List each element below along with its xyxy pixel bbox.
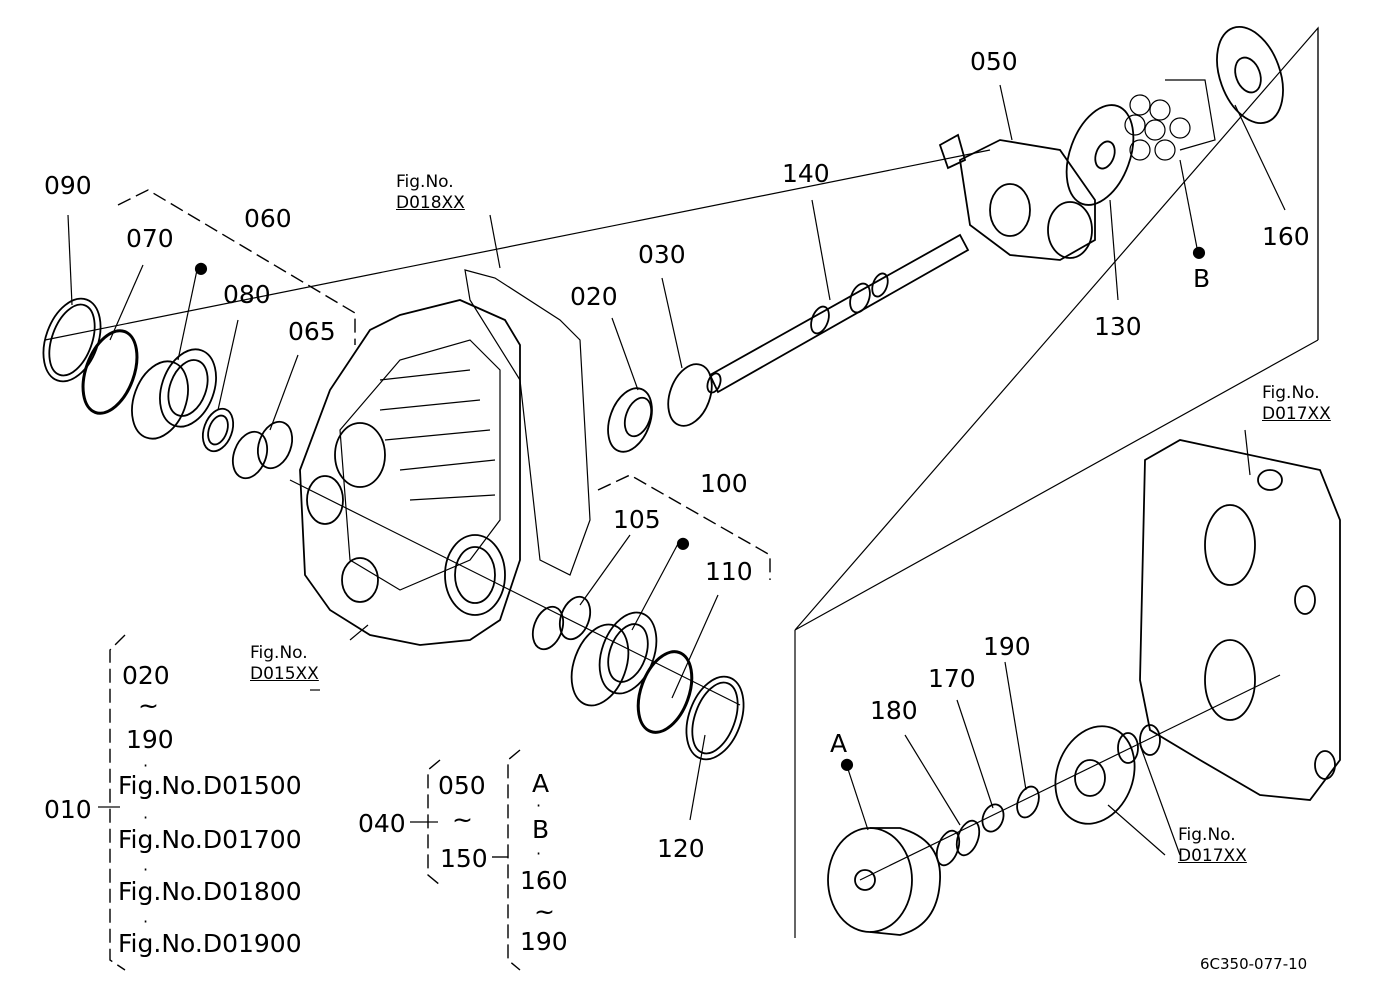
bearing-020 — [607, 387, 653, 453]
fig-ref-d017-bottom[interactable]: Fig.No. D017XX — [1178, 825, 1247, 867]
dot-b: ● — [1192, 242, 1206, 261]
legend-010-range-start: 020 — [122, 661, 170, 690]
fig-ref-d018-code: D018XX — [396, 193, 465, 213]
part-label-180: 180 — [870, 696, 918, 725]
legend-010-ref-3[interactable]: Fig.No.D01800 — [118, 877, 302, 906]
legend-010-dot-2: · — [143, 808, 149, 827]
legend-040-item-a: A — [532, 769, 550, 798]
legend-010-ref-4[interactable]: Fig.No.D01900 — [118, 929, 302, 958]
part-label-110: 110 — [705, 557, 753, 586]
snap-ring-190 — [1016, 785, 1040, 819]
legend-040-tilde: ~ — [452, 805, 473, 834]
dot-a: ● — [840, 754, 854, 773]
part-label-080: 080 — [223, 280, 271, 309]
leader-lines — [67, 84, 1286, 858]
part-label-105: 105 — [613, 505, 661, 534]
legend-040-item-190: 190 — [520, 927, 568, 956]
part-label-070: 070 — [126, 224, 174, 253]
part-label-190: 190 — [983, 632, 1031, 661]
group-060-bracket — [117, 189, 356, 345]
legend-040-dot-2: · — [536, 844, 542, 863]
part-label-140: 140 — [782, 159, 830, 188]
main-axis — [44, 149, 991, 341]
legend-040-item-tilde: ~ — [534, 897, 555, 926]
legend-040-item-b: B — [532, 815, 550, 844]
legend-010-assembly: 010 — [44, 795, 92, 824]
dot-060: ● — [194, 258, 208, 277]
circlip-120 — [685, 675, 745, 761]
legend-010-dot-4: · — [143, 912, 149, 931]
legend-010-ref-2[interactable]: Fig.No.D01700 — [118, 825, 302, 854]
part-label-050: 050 — [970, 47, 1018, 76]
circlip-090 — [42, 297, 102, 383]
group-010-bracket — [109, 634, 126, 971]
legend-040-range-end: 150 — [440, 844, 488, 873]
o-ring-070 — [81, 329, 139, 415]
legend-010-range-end: 190 — [126, 725, 174, 754]
fig-ref-d017-top-code: D017XX — [1262, 404, 1331, 424]
part-label-160: 160 — [1262, 222, 1310, 251]
group-100-bracket — [597, 474, 771, 580]
part-label-b: B — [1193, 264, 1211, 293]
fig-ref-d015-code: D015XX — [250, 664, 319, 684]
part-label-a: A — [830, 729, 848, 758]
legend-010-dot-3: · — [143, 860, 149, 879]
pump-cover-d017 — [1139, 439, 1341, 801]
fig-ref-d017-bottom-label: Fig.No. — [1178, 825, 1236, 845]
part-label-130: 130 — [1094, 312, 1142, 341]
cylinder-block-a — [827, 827, 941, 936]
housing-050 — [938, 133, 1096, 261]
part-label-090: 090 — [44, 171, 92, 200]
circlip-030 — [667, 363, 713, 427]
fig-ref-d015-label: Fig.No. — [250, 643, 308, 663]
fig-ref-d017-top[interactable]: Fig.No. D017XX — [1262, 383, 1331, 425]
legend-040-range-start: 050 — [438, 771, 486, 800]
legend-040-assembly: 040 — [358, 809, 406, 838]
shaft-140 — [706, 233, 970, 394]
legend-010-ref-1[interactable]: Fig.No.D01500 — [118, 771, 302, 800]
collar-100 — [570, 611, 658, 707]
bushing-lower — [1117, 724, 1161, 764]
fig-ref-d017-bottom-code: D017XX — [1178, 846, 1247, 866]
o-ring-110 — [636, 650, 694, 734]
part-label-060: 060 — [244, 204, 292, 233]
legend-040-dot-1: · — [536, 796, 542, 815]
valve-plate-160 — [1216, 26, 1284, 124]
collar-060 — [131, 348, 217, 440]
pistons-b — [1124, 79, 1216, 161]
bushing-105 — [531, 595, 592, 651]
bushing-065 — [231, 420, 294, 480]
part-label-170: 170 — [928, 664, 976, 693]
transmission-case — [299, 299, 521, 646]
dot-100: ● — [676, 533, 690, 552]
washer-170 — [981, 803, 1005, 833]
legend-010-tilde: ~ — [138, 691, 159, 720]
spring-180 — [935, 819, 981, 867]
part-label-065: 065 — [288, 317, 336, 346]
part-label-030: 030 — [638, 240, 686, 269]
part-label-020: 020 — [570, 282, 618, 311]
lower-axis — [289, 479, 741, 706]
fig-ref-d017-top-label: Fig.No. — [1262, 383, 1320, 403]
group-040-sub-bracket — [507, 749, 521, 971]
part-label-100: 100 — [700, 469, 748, 498]
part-label-120: 120 — [657, 834, 705, 863]
legend-brackets — [110, 806, 508, 858]
legend-040-item-160: 160 — [520, 866, 568, 895]
legend-010-dot-1: · — [143, 756, 149, 775]
plate-130 — [1065, 104, 1135, 206]
gasket-d018 — [464, 269, 591, 576]
drawing-code: 6C350-077-10 — [1200, 955, 1308, 973]
bearing-080 — [201, 407, 235, 453]
fig-ref-d018[interactable]: Fig.No. D018XX — [396, 172, 465, 214]
valve-plate-lower — [1054, 725, 1136, 825]
fig-ref-d018-label: Fig.No. — [396, 172, 454, 192]
fig-ref-d015[interactable]: Fig.No. D015XX — [250, 643, 319, 685]
pump-group-frame — [794, 26, 1319, 938]
